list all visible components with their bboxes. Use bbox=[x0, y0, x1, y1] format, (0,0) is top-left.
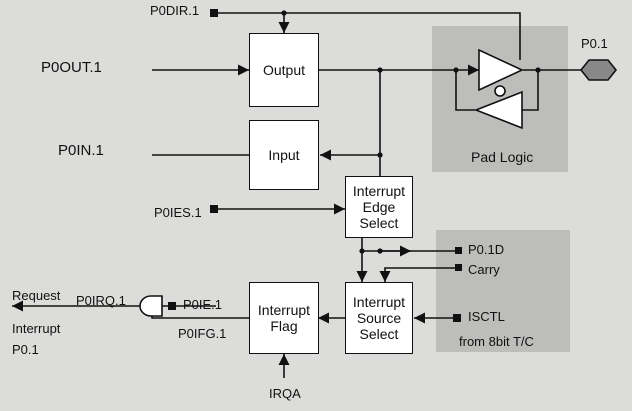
terminal-p0dir bbox=[210, 9, 218, 17]
label-p0out: P0OUT.1 bbox=[41, 59, 102, 76]
label-timer: from 8bit T/C bbox=[459, 334, 534, 349]
interrupt-flag-block: Interrupt Flag bbox=[249, 282, 319, 354]
terminal-p0ies bbox=[210, 205, 218, 213]
source-select-block: Interrupt Source Select bbox=[345, 282, 413, 354]
wire-p0dir bbox=[216, 12, 521, 60]
wire-pad-loop bbox=[455, 70, 475, 111]
label-p0irq: P0IRQ.1 bbox=[76, 293, 126, 308]
wire-pad-loop-right bbox=[522, 70, 539, 111]
label-irqa: IRQA bbox=[269, 386, 301, 401]
output-block: Output bbox=[249, 33, 319, 107]
wire-carry bbox=[379, 267, 458, 282]
label-p01-irq: P0.1 bbox=[12, 342, 39, 357]
pin-pad bbox=[579, 59, 618, 81]
enable-bubble bbox=[494, 85, 506, 97]
terminal-isctl bbox=[453, 314, 461, 322]
pad-logic-region bbox=[432, 26, 568, 172]
terminal-p0ie bbox=[168, 302, 176, 310]
label-pad-logic: Pad Logic bbox=[471, 149, 534, 165]
label-request: Request bbox=[12, 288, 61, 303]
input-block: Input bbox=[249, 120, 319, 190]
label-p0in: P0IN.1 bbox=[58, 142, 104, 159]
label-p0dir: P0DIR.1 bbox=[150, 3, 200, 18]
label-carry: Carry bbox=[468, 262, 500, 277]
terminal-p01d bbox=[455, 247, 462, 254]
terminal-carry bbox=[455, 264, 462, 271]
label-p0ie: P0IE.1 bbox=[183, 297, 223, 312]
output-driver bbox=[478, 48, 524, 92]
label-isctl: ISCTL bbox=[468, 309, 505, 324]
input-buffer bbox=[473, 90, 523, 130]
edge-select-block: Interrupt Edge Select bbox=[345, 176, 413, 238]
label-p01d: P0.1D bbox=[468, 242, 505, 257]
label-pin: P0.1 bbox=[581, 36, 608, 51]
label-p0ies: P0IES.1 bbox=[154, 205, 202, 220]
and-gate bbox=[139, 295, 163, 317]
label-interrupt: Interrupt bbox=[12, 321, 61, 336]
label-p0ifg: P0IFG.1 bbox=[178, 326, 227, 341]
